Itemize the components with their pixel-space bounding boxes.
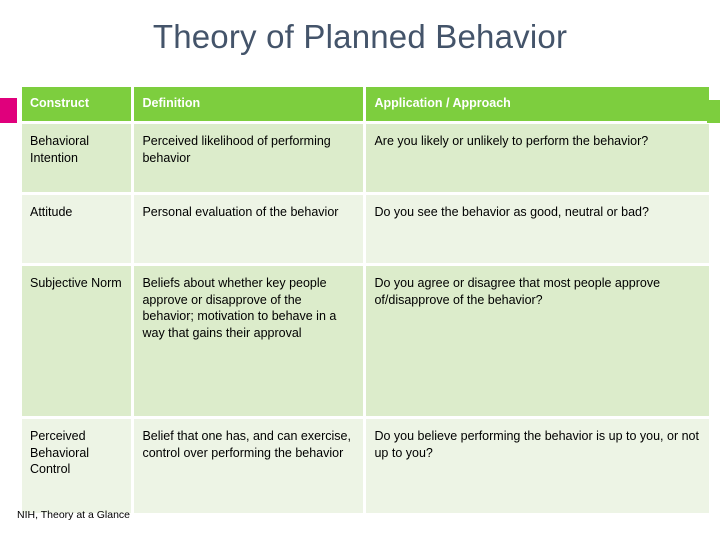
table-row: Perceived Behavioral Control Belief that… [22,419,709,513]
cell-definition: Belief that one has, and can exercise, c… [134,419,364,513]
theory-of-planned-behavior-table: Construct Definition Application / Appro… [19,84,712,516]
cell-construct: Behavioral Intention [22,124,132,192]
page-title: Theory of Planned Behavior [152,18,568,55]
column-header-definition: Definition [134,87,364,121]
cell-construct: Subjective Norm [22,266,132,416]
table-header-row: Construct Definition Application / Appro… [22,87,709,121]
column-header-construct: Construct [22,87,132,121]
table-row: Subjective Norm Beliefs about whether ke… [22,266,709,416]
cell-construct: Perceived Behavioral Control [22,419,132,513]
cell-definition: Perceived likelihood of performing behav… [134,124,364,192]
table-row: Behavioral Intention Perceived likelihoo… [22,124,709,192]
pink-square-decoration-icon [0,98,17,123]
cell-definition: Beliefs about whether key people approve… [134,266,364,416]
green-square-decoration-icon [707,100,720,123]
cell-application: Do you agree or disagree that most peopl… [366,266,709,416]
cell-application: Are you likely or unlikely to perform th… [366,124,709,192]
cell-application: Do you believe performing the behavior i… [366,419,709,513]
source-citation: NIH, Theory at a Glance [17,509,131,521]
table-row: Attitude Personal evaluation of the beha… [22,195,709,263]
cell-application: Do you see the behavior as good, neutral… [366,195,709,263]
cell-definition: Personal evaluation of the behavior [134,195,364,263]
cell-construct: Attitude [22,195,132,263]
column-header-application: Application / Approach [366,87,709,121]
